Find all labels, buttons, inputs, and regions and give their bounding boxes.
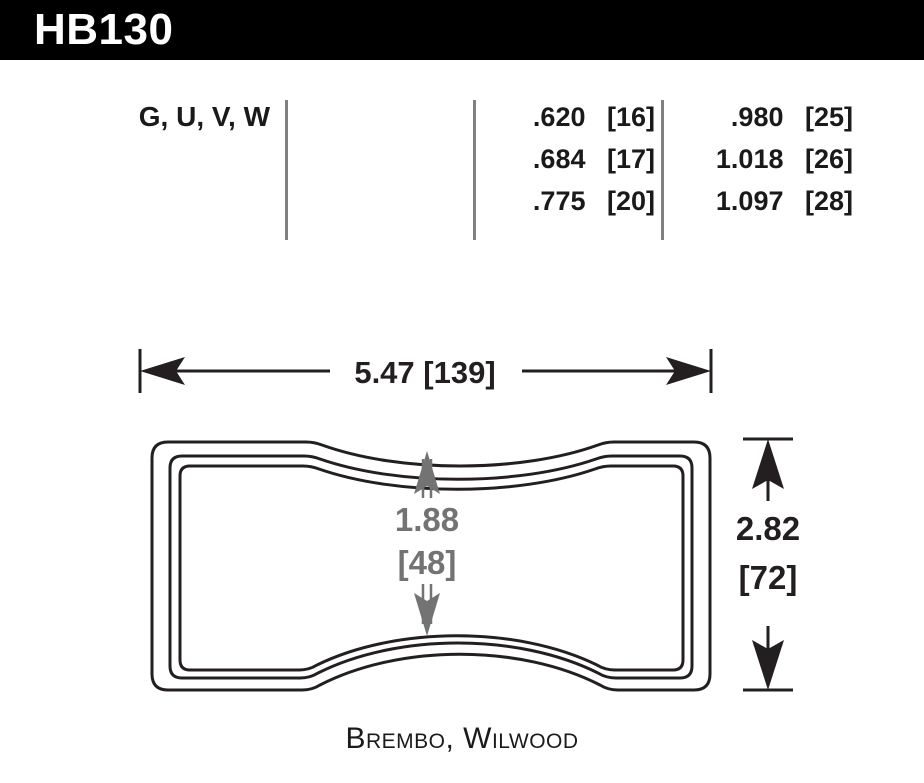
inner-dim-arrow-down-icon <box>414 593 440 636</box>
inner-dimension-mm-label: [48] <box>398 544 457 581</box>
thickness-column: .620 [16] .684 [17] .775 [20] <box>480 96 655 222</box>
page-title: HB130 <box>34 5 174 54</box>
table-row: .980 [25] <box>668 96 853 138</box>
height-dimension-inch-label: 2.82 <box>736 510 800 547</box>
spec-divider <box>473 100 476 240</box>
table-row: .684 [17] <box>480 138 655 180</box>
width-arrow-left-icon <box>140 357 185 385</box>
thickness-inch: .775 <box>532 186 586 216</box>
spec-divider <box>285 100 288 240</box>
height-arrow-up-icon <box>752 439 784 489</box>
pad-friction-contour-inner <box>178 464 685 672</box>
overall-mm: [25] <box>804 102 853 132</box>
applications-caption: Brembo, Wilwood <box>345 722 579 755</box>
table-row: 1.097 [28] <box>668 180 853 222</box>
thickness-mm: [20] <box>606 186 655 216</box>
width-dimension-label: 5.47 [139] <box>354 355 495 390</box>
table-row: .775 [20] <box>480 180 655 222</box>
inner-dimension-inch-label: 1.88 <box>395 501 459 538</box>
pad-friction-contour-outer <box>168 454 694 680</box>
overall-mm: [26] <box>804 144 853 174</box>
table-row: 1.018 [26] <box>668 138 853 180</box>
compound-label: G, U, V, W <box>138 101 270 132</box>
table-row: .620 [16] <box>480 96 655 138</box>
inner-height-dimension: 1.88 [48] <box>395 451 459 636</box>
header-bar <box>0 0 924 60</box>
width-dimension: 5.47 [139] <box>138 349 713 393</box>
overall-inch: .980 <box>730 102 784 132</box>
thickness-mm: [17] <box>606 144 655 174</box>
overall-thickness-column: .980 [25] 1.018 [26] 1.097 [28] <box>668 96 853 222</box>
spec-divider <box>661 100 664 240</box>
width-arrow-right-icon <box>666 357 711 385</box>
height-dimension: 2.82 [72] <box>736 437 800 692</box>
drawing-svg: 5.47 [139] 1.88 [48] <box>138 349 800 692</box>
height-dimension-mm-label: [72] <box>739 559 798 596</box>
overall-mm: [28] <box>804 186 853 216</box>
thickness-inch: .620 <box>532 102 586 132</box>
spec-table: G, U, V, W .620 [16] .684 [17] .775 [20]… <box>0 96 924 246</box>
overall-inch: 1.018 <box>715 144 784 174</box>
height-arrow-down-icon <box>752 640 784 690</box>
inner-dim-arrow-up-icon <box>414 451 440 494</box>
thickness-inch: .684 <box>532 144 586 174</box>
brake-pad-outline <box>150 440 712 692</box>
compound-column: G, U, V, W <box>0 96 278 138</box>
overall-inch: 1.097 <box>715 186 784 216</box>
pad-backing-plate <box>150 440 712 692</box>
brake-pad-drawing: 5.47 [139] 1.88 [48] <box>0 246 924 726</box>
thickness-mm: [16] <box>606 102 655 132</box>
